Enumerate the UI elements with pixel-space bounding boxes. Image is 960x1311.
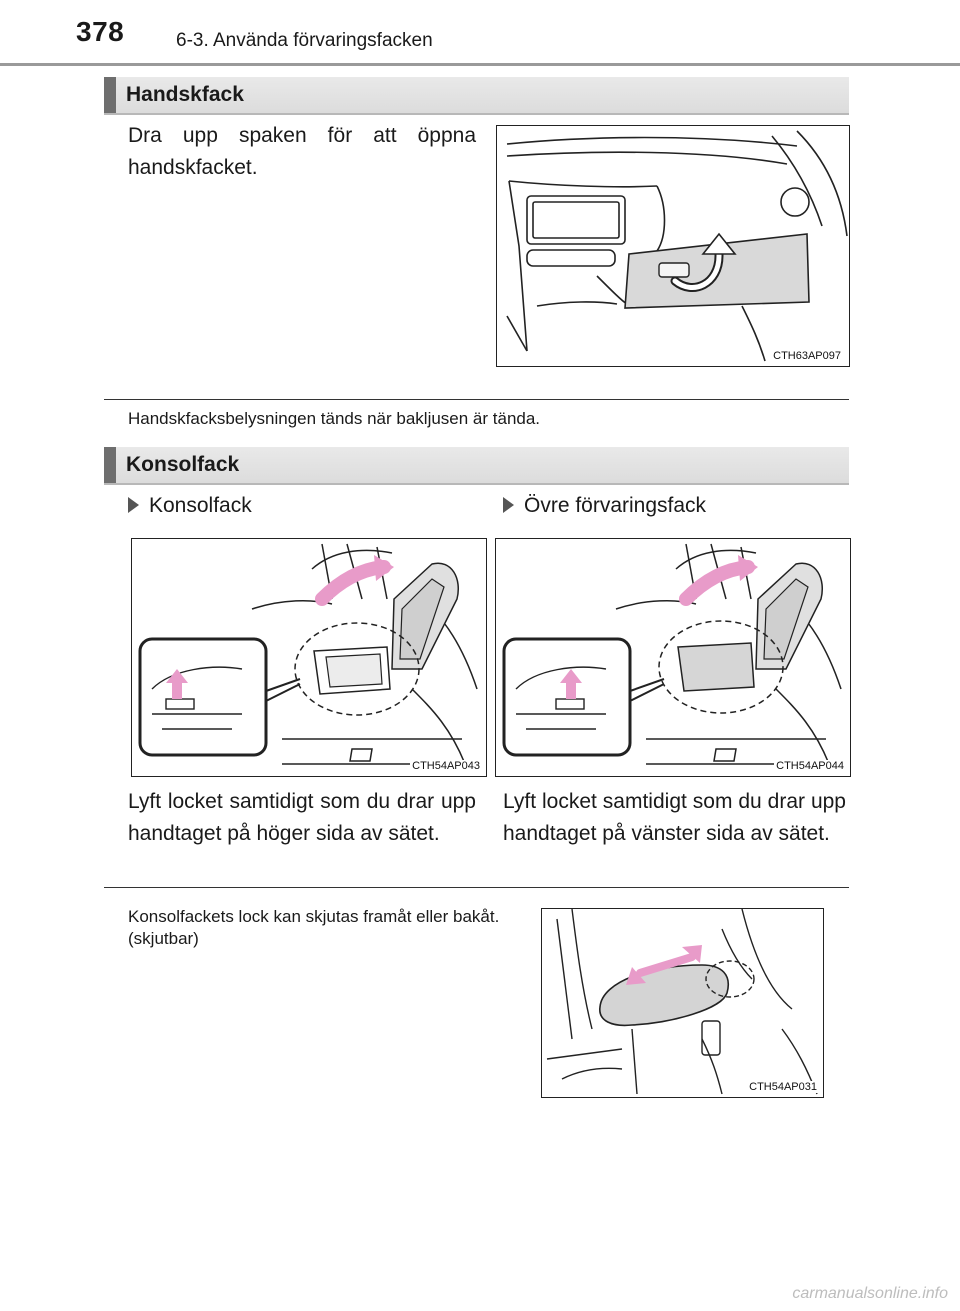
page-number: 378 <box>76 16 125 47</box>
section-accent <box>104 447 116 483</box>
glovebox-instruction: Dra upp spaken för att öppna handskfacke… <box>128 124 476 179</box>
glovebox-illustration: CTH63AP097 <box>496 125 850 367</box>
sublabel-text: Övre förvaringsfack <box>524 494 707 517</box>
section-title: Handskfack <box>126 83 244 106</box>
section-title: Konsolfack <box>126 453 240 476</box>
console-box-illustration: CTH54AP043 <box>131 538 487 777</box>
section-header-konsolfack: Konsolfack <box>104 447 849 485</box>
glovebox-light-note: Handskfacksbelysningen tänds när bakljus… <box>128 409 541 428</box>
chapter-title: 6-3. Använda förvaringsfacken <box>176 30 433 51</box>
figure-code: CTH63AP097 <box>771 350 843 362</box>
triangle-bullet-icon <box>128 497 139 513</box>
sublabel-ovre-forvaringsfack: Övre förvaringsfack <box>503 494 706 518</box>
slide-lid-note: Konsolfackets lock kan skjutas framåt el… <box>128 907 500 948</box>
figure-code: CTH54AP043 <box>410 760 482 772</box>
watermark: carmanualsonline.info <box>792 1285 948 1302</box>
section-divider <box>104 399 849 400</box>
sublabel-konsolfack: Konsolfack <box>128 494 252 518</box>
sliding-lid-illustration: CTH54AP031 <box>541 908 824 1098</box>
upper-storage-illustration: CTH54AP044 <box>495 538 851 777</box>
section-divider <box>104 887 849 888</box>
console-box-caption: Lyft locket samtidigt som du drar upp ha… <box>128 790 476 845</box>
sublabel-text: Konsolfack <box>149 494 252 517</box>
header-divider <box>0 63 960 66</box>
section-accent <box>104 77 116 113</box>
section-header-handskfack: Handskfack <box>104 77 849 115</box>
figure-code: CTH54AP044 <box>774 760 846 772</box>
triangle-bullet-icon <box>503 497 514 513</box>
upper-storage-caption: Lyft locket samtidigt som du drar upp ha… <box>503 790 846 845</box>
figure-code: CTH54AP031 <box>747 1081 819 1093</box>
